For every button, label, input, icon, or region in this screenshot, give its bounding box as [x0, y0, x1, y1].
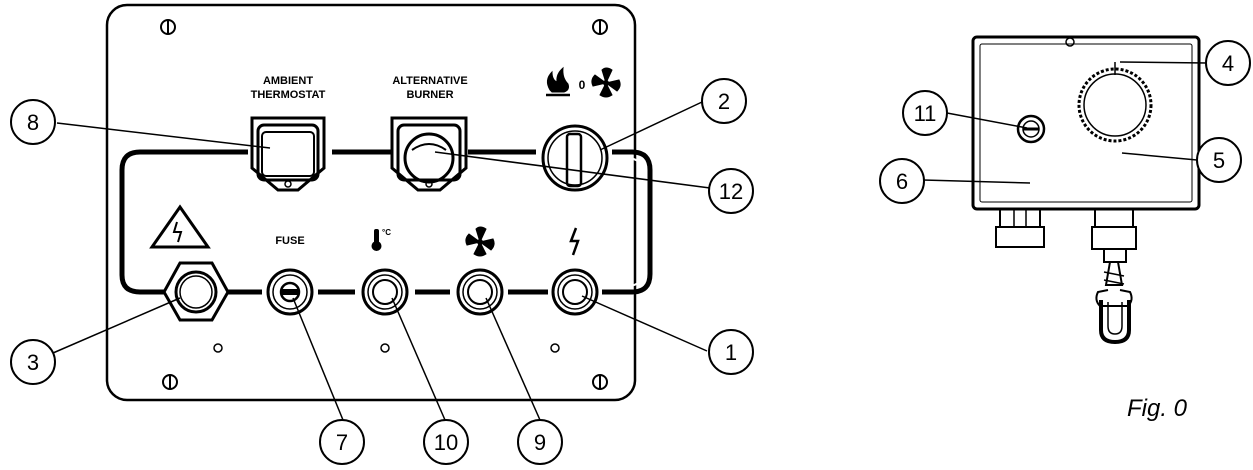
control-panel — [105, 3, 653, 402]
mounting-hole — [380, 343, 390, 353]
power-indicator-lamp — [551, 268, 599, 316]
callout-3: 3 — [10, 339, 56, 385]
screw-icon — [592, 19, 608, 35]
knob-icon[interactable] — [1077, 62, 1153, 143]
ambient-thermostat-connector[interactable] — [250, 116, 326, 192]
mode-selector-switch[interactable] — [541, 124, 609, 192]
callout-6: 6 — [879, 158, 925, 204]
alternative-burner-label: BURNER — [406, 89, 453, 101]
cable-gland-right — [1091, 208, 1137, 345]
hazard-voltage-icon — [149, 204, 211, 249]
callout-2: 2 — [701, 78, 747, 124]
screw-icon — [1065, 37, 1075, 47]
fuse-holder[interactable] — [266, 268, 314, 316]
ambient-thermostat-label: AMBIENT — [263, 75, 313, 87]
temp-unit-label: °C — [382, 228, 391, 237]
mounting-hole — [213, 343, 223, 353]
fan-icon — [591, 67, 621, 98]
control-box — [971, 35, 1201, 345]
callout-12: 12 — [708, 168, 754, 214]
svg-text:1: 1 — [725, 340, 737, 365]
callout-7: 7 — [319, 419, 365, 465]
svg-text:9: 9 — [534, 430, 546, 455]
thermometer-icon — [371, 229, 382, 251]
fuse-icon[interactable] — [1016, 114, 1046, 144]
svg-text:12: 12 — [719, 179, 743, 204]
screw-icon — [592, 374, 608, 390]
svg-text:8: 8 — [27, 110, 39, 135]
thermostat-indicator-lamp — [361, 268, 409, 316]
alternative-burner-connector[interactable] — [390, 116, 468, 192]
callout-1: 1 — [708, 329, 754, 375]
figure-caption: Fig. 0 — [1127, 395, 1188, 422]
screw-icon — [160, 19, 176, 35]
selector-zero-label: 0 — [579, 78, 586, 92]
svg-text:2: 2 — [718, 89, 730, 114]
svg-text:10: 10 — [434, 430, 458, 455]
svg-text:5: 5 — [1213, 148, 1225, 173]
svg-text:4: 4 — [1222, 51, 1234, 76]
cable-gland-left — [995, 208, 1045, 248]
svg-text:7: 7 — [336, 430, 348, 455]
callouts: 1 2 3 4 5 6 7 8 — [10, 40, 1251, 465]
lightning-icon — [569, 227, 580, 256]
leader-lines — [52, 61, 1208, 421]
main-power-switch[interactable] — [162, 261, 230, 322]
panel-plate — [105, 3, 637, 402]
svg-text:6: 6 — [896, 169, 908, 194]
svg-text:3: 3 — [27, 350, 39, 375]
callout-5: 5 — [1196, 137, 1242, 183]
box-body — [971, 35, 1201, 211]
fuse-label: FUSE — [275, 235, 304, 247]
callout-9: 9 — [517, 419, 563, 465]
panel-wiring-outline — [119, 149, 653, 295]
screw-icon — [162, 374, 178, 390]
callout-4: 4 — [1205, 40, 1251, 86]
callout-10: 10 — [423, 419, 469, 465]
svg-text:11: 11 — [914, 101, 937, 126]
callout-11: 11 — [902, 90, 948, 136]
alternative-burner-label: ALTERNATIVE — [392, 75, 467, 87]
fan-icon — [465, 226, 495, 257]
mounting-hole — [550, 343, 560, 353]
callout-8: 8 — [10, 99, 56, 145]
fan-indicator-lamp — [456, 268, 504, 316]
flame-icon — [546, 66, 570, 97]
ambient-thermostat-label: THERMOSTAT — [251, 89, 326, 101]
